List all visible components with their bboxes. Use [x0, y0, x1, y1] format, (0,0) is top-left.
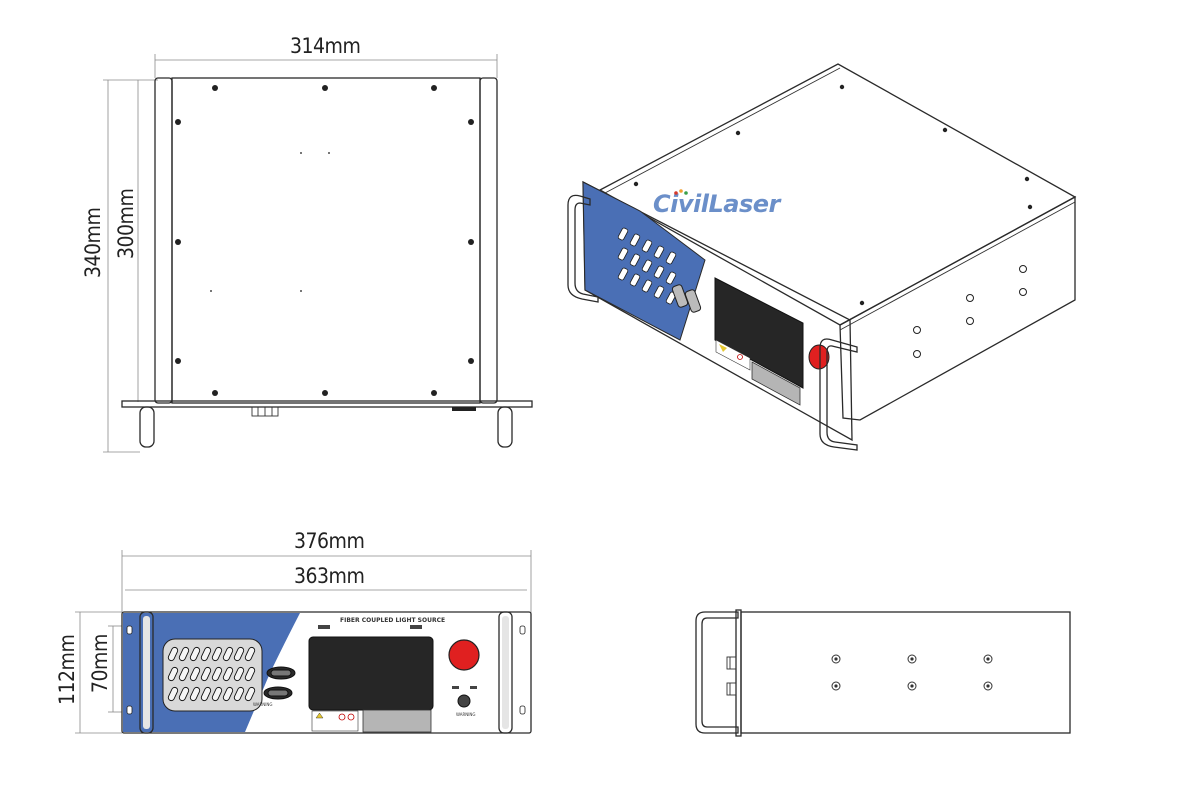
dim-front-width-inner: 363mm — [294, 564, 364, 588]
brand-logo: CivilLaser — [653, 189, 783, 218]
dim-front-height-inner: 70mm — [88, 634, 112, 693]
brand-logo-name: ivilLaser — [670, 190, 782, 218]
svg-text:CivilLaser: CivilLaser — [653, 190, 783, 218]
front-panel-title: FIBER COUPLED LIGHT SOURCE — [340, 617, 445, 624]
dim-top-width: 314mm — [290, 34, 360, 58]
top-view: 314mm 340mm 300mm — [81, 34, 533, 453]
dim-front-width-outer: 376mm — [294, 529, 364, 553]
warning-right: WARNING — [456, 712, 476, 717]
warning-left: WARNING — [253, 702, 273, 707]
front-view: 376mm 363mm 112mm 70mm — [55, 529, 532, 734]
dim-top-depth-outer: 340mm — [81, 208, 105, 278]
side-view — [695, 609, 1071, 737]
dim-front-height-outer: 112mm — [55, 635, 79, 705]
brand-logo-prefix: C — [653, 190, 671, 218]
isometric-view: CivilLaser — [567, 63, 1077, 451]
dim-top-depth-inner: 300mm — [114, 189, 138, 259]
